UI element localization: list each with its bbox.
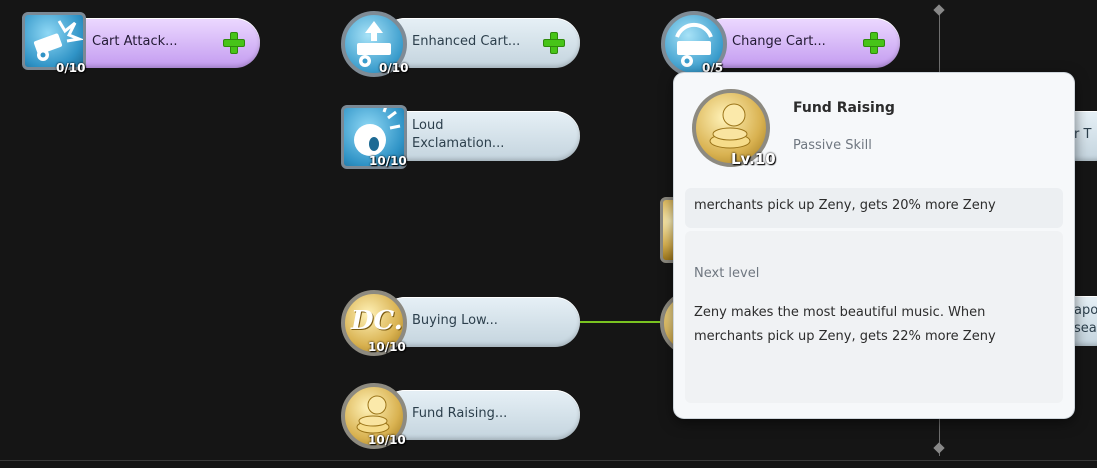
skill-connector-active (580, 321, 670, 323)
plus-icon[interactable] (542, 31, 566, 55)
loud-exclamation-icon[interactable] (341, 105, 407, 169)
skill-change-cart[interactable]: Change Cart... (700, 18, 900, 68)
skill-label: apo (1074, 303, 1097, 318)
skill-cart-attack[interactable]: Cart Attack... (60, 18, 260, 68)
tooltip-current-effect: merchants pick up Zeny, gets 20% more Ze… (694, 198, 996, 213)
divider-bottom-diamond (933, 442, 945, 454)
buying-low-icon[interactable]: DC. (341, 290, 407, 356)
plus-icon[interactable] (862, 31, 886, 55)
skill-tooltip: Lv.10 Fund Raising Passive Skill merchan… (674, 73, 1074, 418)
skill-fund-raising[interactable]: Fund Raising... (380, 390, 580, 440)
skill-label: r T (1074, 127, 1092, 142)
skill-label: Cart Attack... (92, 34, 178, 49)
skill-label: Buying Low... (412, 313, 498, 328)
fund-raising-icon[interactable] (341, 383, 407, 449)
change-cart-icon[interactable] (661, 11, 727, 77)
divider-top-diamond (933, 4, 945, 16)
plus-icon[interactable] (222, 31, 246, 55)
skill-label-2: sear (1074, 321, 1097, 336)
skill-level: 10/10 (368, 340, 406, 354)
tooltip-current-effect-box: merchants pick up Zeny, gets 20% more Ze… (685, 188, 1063, 228)
cart-attack-icon[interactable] (22, 12, 86, 70)
skill-loud-exclamation[interactable]: Loud Exclamation... (380, 111, 580, 161)
skill-label: Change Cart... (732, 34, 826, 49)
dc-logo-text: DC. (351, 306, 403, 336)
skill-enhanced-cart[interactable]: Enhanced Cart... (380, 18, 580, 68)
skill-label: Fund Raising... (412, 406, 508, 421)
enhanced-cart-icon[interactable] (341, 11, 407, 77)
bottom-border (0, 460, 1097, 461)
tooltip-level-badge: Lv.10 (731, 150, 776, 168)
skill-level: 10/10 (369, 154, 407, 168)
skill-buying-low[interactable]: Buying Low... (380, 297, 580, 347)
tooltip-title: Fund Raising (793, 100, 895, 116)
skill-level: 0/5 (702, 61, 724, 75)
tooltip-next-level-box: Next level Zeny makes the most beautiful… (685, 231, 1063, 403)
fund-raising-icon (692, 89, 770, 167)
skill-level: 0/10 (56, 61, 86, 75)
tooltip-next-effect: Zeny makes the most beautiful music. Whe… (694, 305, 996, 344)
skill-level: 0/10 (379, 61, 409, 75)
skill-level: 10/10 (368, 433, 406, 447)
tooltip-next-heading: Next level (694, 266, 760, 281)
skill-label: Loud Exclamation... (412, 118, 505, 151)
tooltip-skill-type: Passive Skill (793, 138, 872, 153)
skill-label: Enhanced Cart... (412, 34, 521, 49)
